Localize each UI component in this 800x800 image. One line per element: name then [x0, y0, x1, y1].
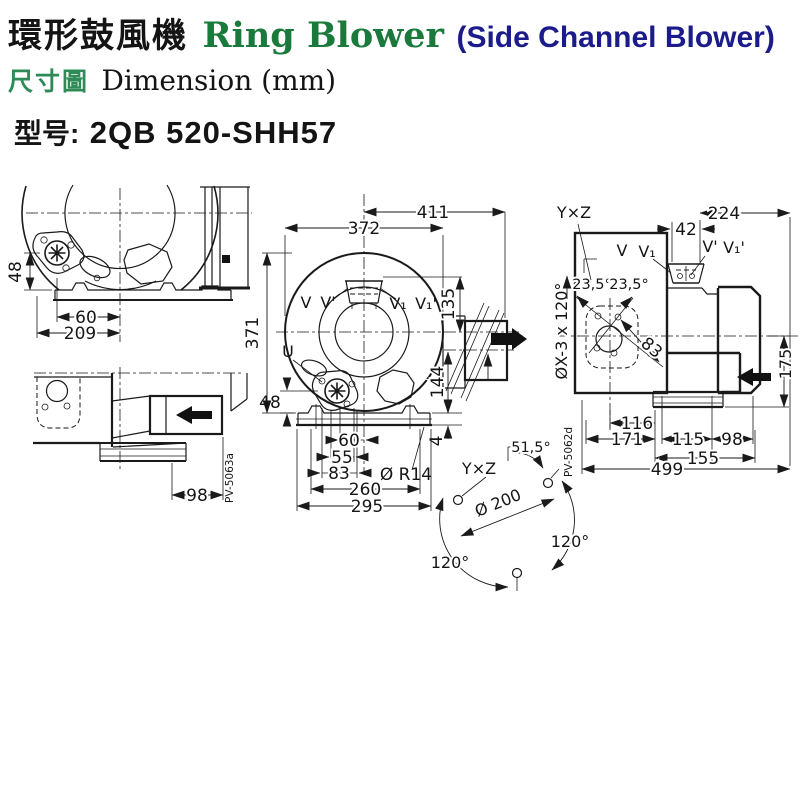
doc-number-left: PV-5063a — [224, 453, 236, 503]
label-v: V — [301, 293, 312, 312]
bolt-mark — [222, 255, 230, 263]
star-icon — [328, 382, 346, 400]
dim-83-side: 83 — [636, 334, 665, 363]
caption-english: Dimension (mm) — [101, 64, 337, 97]
doc-number-right: PV-5062d — [563, 427, 575, 477]
dim-4: 4 — [427, 436, 447, 447]
dim-23-5-b: 23,5° — [609, 277, 649, 293]
dim-135: 135 — [439, 288, 459, 320]
label-v1p-side: V₁' — [723, 238, 745, 257]
dim-372: 372 — [348, 219, 380, 239]
hidden-flange — [585, 305, 639, 369]
dim-120-a: 120° — [431, 553, 470, 572]
label-yxz-side: Y×Z — [556, 203, 591, 222]
page-title: 環形鼓風機 Ring Blower (Side Channel Blower) — [8, 8, 775, 57]
dim-260: 260 — [349, 480, 381, 500]
dim-60-front: 60 — [338, 431, 360, 451]
dim-200: Ø 200 — [472, 485, 524, 521]
dim-60-left: 60 — [75, 308, 97, 328]
model-number: 型号: 2QB 520-SHH57 — [14, 112, 337, 152]
muffler-box — [148, 394, 224, 436]
dim-171: 171 — [611, 430, 643, 450]
dim-83-front: 83 — [328, 464, 350, 484]
view-left-top: 48 60 209 — [4, 184, 252, 346]
inlet-arrow-icon — [737, 368, 771, 386]
dim-116: 116 — [621, 414, 653, 434]
bolt-hole — [452, 494, 464, 506]
caption-chinese: 尺寸圖 — [8, 68, 90, 96]
view-side: 83 23,5° 23,5° ØX-3 x 120° Y×Z V V₁ V' V… — [550, 202, 798, 482]
dim-411: 411 — [417, 203, 449, 223]
dim-120-b: 120° — [551, 532, 590, 551]
model-label: 型号: — [14, 118, 80, 149]
title-english: Ring Blower — [202, 15, 445, 56]
label-v1: V₁ — [389, 294, 406, 313]
label-v-side: V — [617, 241, 628, 260]
dim-bolt-pattern: ØX-3 x 120° — [552, 283, 571, 380]
dim-42: 42 — [675, 220, 697, 240]
view-left-bottom: 98 PV-5063a — [33, 367, 248, 508]
label-u: U — [282, 342, 294, 361]
flow-arrow-left-icon — [176, 406, 212, 424]
dim-51-5: 51,5° — [511, 440, 551, 456]
bolt-hole — [542, 477, 554, 489]
dim-155: 155 — [687, 449, 719, 469]
label-v1-prime: V₁' — [415, 294, 437, 313]
dim-175: 175 — [776, 349, 795, 380]
dim-48-left: 48 — [6, 261, 26, 283]
dimension-caption: 尺寸圖 Dimension (mm) — [8, 62, 336, 98]
label-yxz-bolt: Y×Z — [461, 459, 496, 478]
view-front: V V' V₁ V₁' U Ø R14 411 372 — [241, 194, 527, 519]
dim-48-front: 48 — [259, 393, 281, 413]
dim-98-left: 98 — [186, 486, 208, 506]
dim-295: 295 — [351, 497, 383, 517]
label-v-prime: V' — [320, 293, 335, 312]
label-v1-side: V₁ — [638, 242, 655, 261]
dim-98-side: 98 — [721, 430, 743, 450]
dim-r14: Ø R14 — [380, 465, 432, 485]
bolt-hole — [511, 567, 523, 579]
dim-55: 55 — [331, 448, 353, 468]
motor-outline — [718, 285, 762, 395]
dim-499: 499 — [651, 460, 683, 480]
inlet-box — [667, 351, 742, 394]
dim-115: 115 — [672, 430, 704, 450]
title-subtitle: (Side Channel Blower) — [456, 21, 775, 54]
flow-arrow-right-icon — [491, 328, 527, 350]
dim-209: 209 — [64, 324, 96, 344]
model-value: 2QB 520-SHH57 — [89, 115, 338, 150]
label-vp-side: V' — [702, 237, 717, 256]
dim-23-5-a: 23,5° — [572, 277, 612, 293]
shaft-star-circle — [44, 240, 70, 266]
star-icon — [48, 244, 66, 262]
housing-outline — [573, 231, 669, 395]
flange-outline — [32, 231, 85, 274]
dim-371: 371 — [243, 317, 263, 349]
dim-144: 144 — [428, 366, 448, 398]
title-chinese: 環形鼓風機 — [8, 17, 188, 55]
dim-224: 224 — [708, 204, 740, 224]
